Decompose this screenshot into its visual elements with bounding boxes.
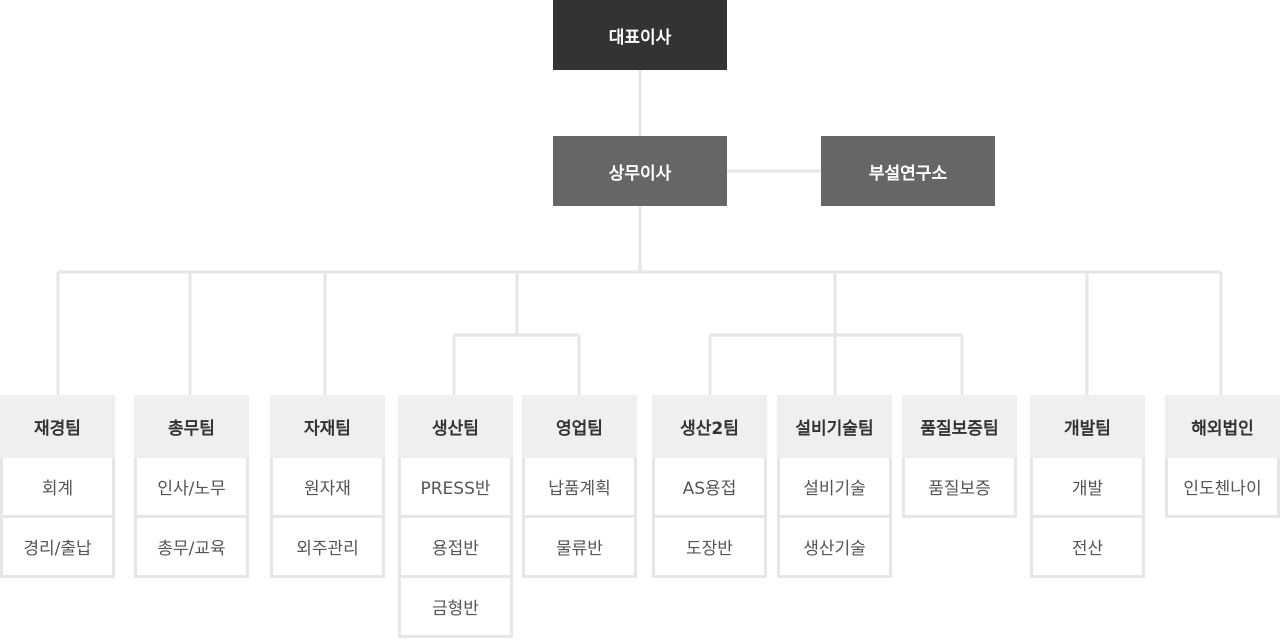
team-item: 물류반 [522,518,637,578]
team-item: 인사/노무 [134,458,249,518]
ceo-box: 대표이사 [553,0,727,70]
research-institute-label: 부설연구소 [868,163,948,184]
team-finance: 재경팀 회계 경리/출납 [0,395,115,578]
team-item: 경리/출납 [0,518,115,578]
team-item: 인도첸나이 [1165,458,1280,518]
team-item: 품질보증 [902,458,1017,518]
team-item: 원자재 [270,458,385,518]
team-general-affairs: 총무팀 인사/노무 총무/교육 [134,395,249,578]
team-title: 품질보증팀 [902,395,1017,458]
team-title: 재경팀 [0,395,115,458]
team-item: 생산기술 [777,518,892,578]
team-facility-tech: 설비기술팀 설비기술 생산기술 [777,395,892,578]
team-item: 회계 [0,458,115,518]
team-item: PRESS반 [398,458,513,518]
team-development: 개발팀 개발 전산 [1030,395,1145,578]
team-title: 총무팀 [134,395,249,458]
team-title: 생산2팀 [652,395,767,458]
team-title: 영업팀 [522,395,637,458]
team-title: 생산팀 [398,395,513,458]
team-item: 전산 [1030,518,1145,578]
team-item: 용접반 [398,518,513,578]
team-overseas-subsidiary: 해외법인 인도첸나이 [1165,395,1280,518]
ceo-label: 대표이사 [608,27,672,48]
team-item: 도장반 [652,518,767,578]
team-production: 생산팀 PRESS반 용접반 금형반 [398,395,513,638]
research-institute-box: 부설연구소 [821,136,995,206]
team-item: 설비기술 [777,458,892,518]
team-title: 해외법인 [1165,395,1280,458]
team-item: 총무/교육 [134,518,249,578]
team-item: AS용접 [652,458,767,518]
team-title: 개발팀 [1030,395,1145,458]
team-title: 자재팀 [270,395,385,458]
team-item: 납품계획 [522,458,637,518]
managing-director-box: 상무이사 [553,136,727,206]
team-item: 외주관리 [270,518,385,578]
team-item: 금형반 [398,578,513,638]
team-materials: 자재팀 원자재 외주관리 [270,395,385,578]
team-item: 개발 [1030,458,1145,518]
team-sales: 영업팀 납품계획 물류반 [522,395,637,578]
team-title: 설비기술팀 [777,395,892,458]
team-production-2: 생산2팀 AS용접 도장반 [652,395,767,578]
managing-director-label: 상무이사 [608,163,672,184]
team-quality-assurance: 품질보증팀 품질보증 [902,395,1017,518]
